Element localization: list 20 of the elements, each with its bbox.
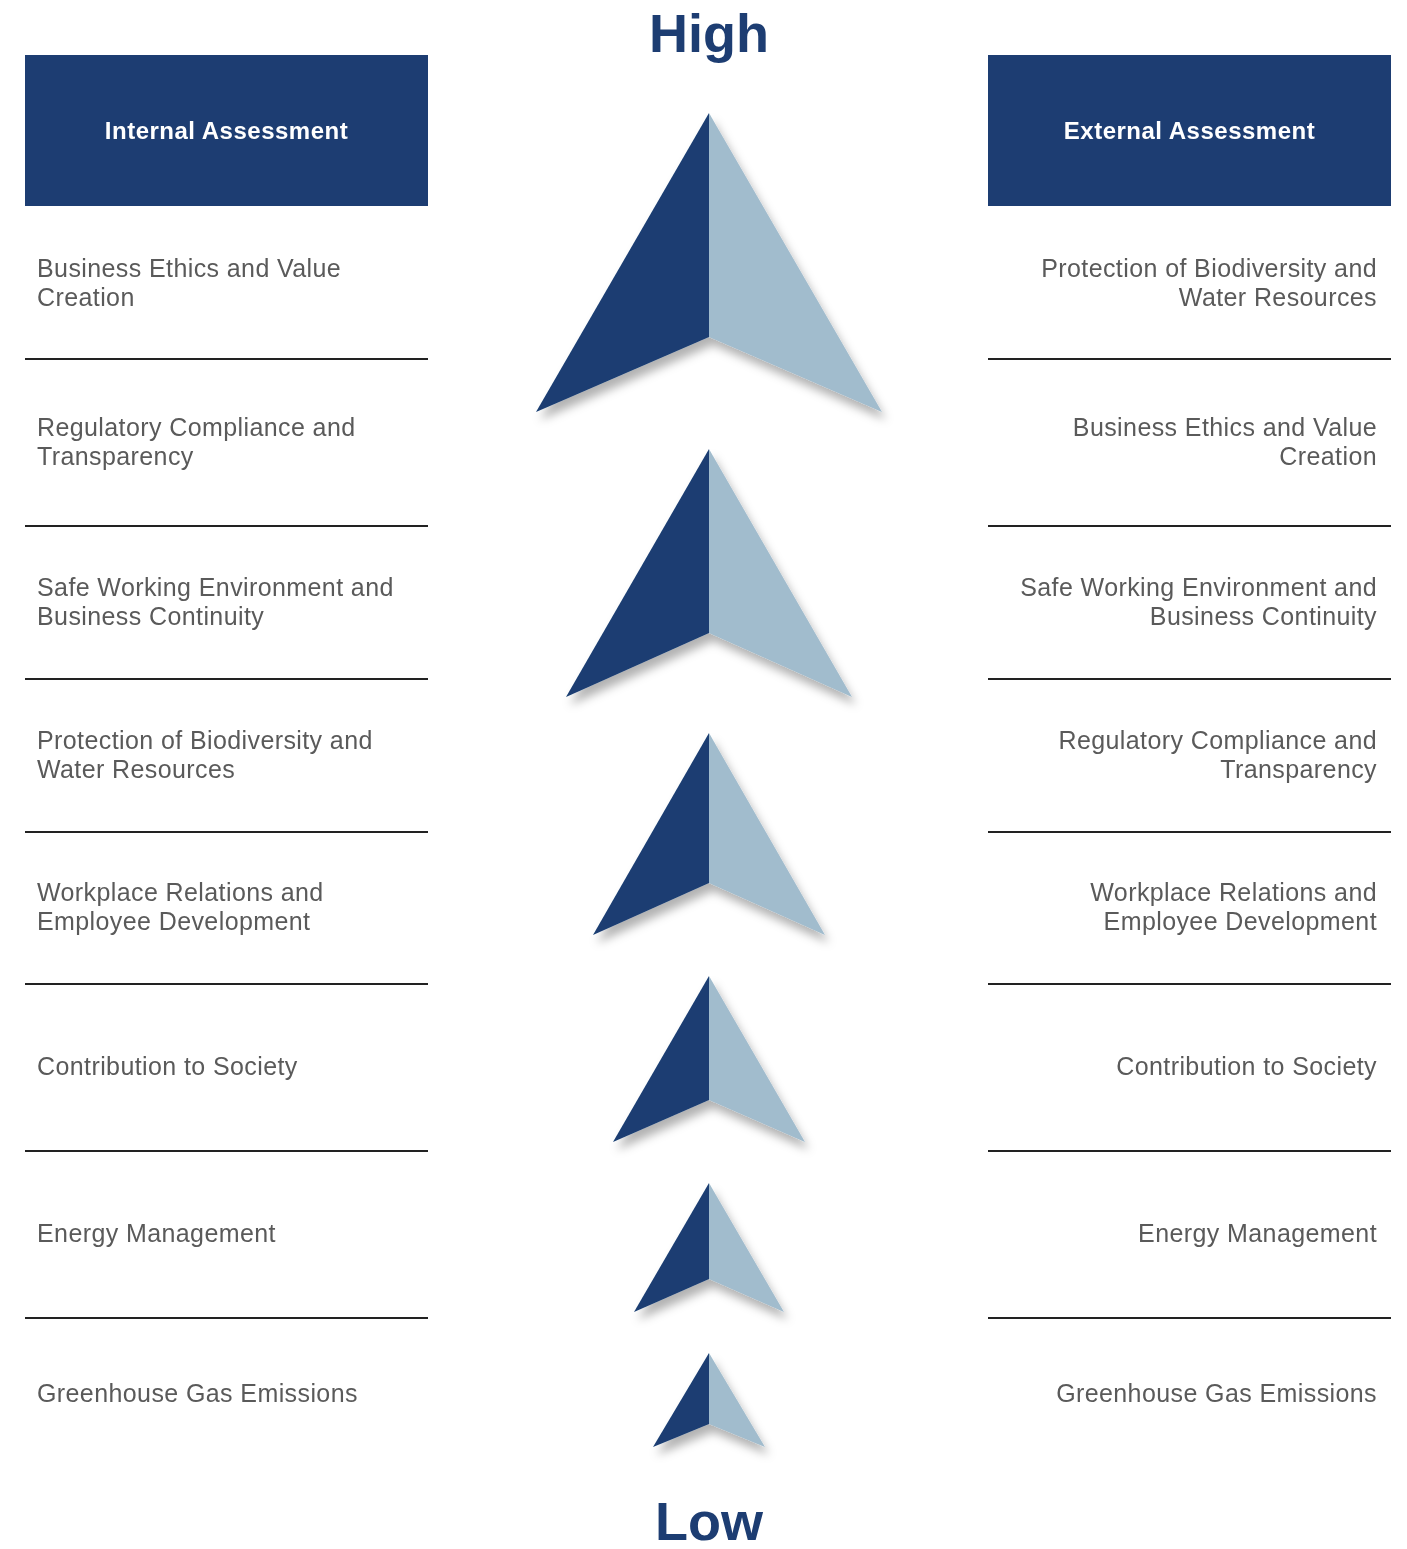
header-box: Internal Assessment xyxy=(25,55,428,206)
table-cell-text: Greenhouse Gas Emissions xyxy=(1055,1379,1377,1408)
table-cell-text: Workplace Relations and Employee Development xyxy=(37,878,325,936)
table-cell-text: Business Ethics and Value Creation xyxy=(37,254,343,312)
table-cell-text: Contribution to Society xyxy=(37,1052,299,1081)
scale-label: High xyxy=(648,2,770,64)
header-box: External Assessment xyxy=(988,55,1391,206)
table-cell-text: Business Ethics and Value Creation xyxy=(1071,413,1377,471)
table-cell-text: Protection of Biodiversity and Water Resources xyxy=(37,726,374,784)
table-cell-text: Energy Management xyxy=(1137,1219,1377,1248)
table-cell-text: Regulatory Compliance and Transparency xyxy=(1057,726,1377,784)
table-cell-text: Regulatory Compliance and Transparency xyxy=(37,413,357,471)
table-cell-text: Greenhouse Gas Emissions xyxy=(37,1379,359,1408)
table-cell-text: Protection of Biodiversity and Water Resources xyxy=(1040,254,1377,312)
table-cell-text: Safe Working Environment and Business Continuity xyxy=(1019,573,1377,631)
table-cell-text: Contribution to Society xyxy=(1115,1052,1377,1081)
table-cell-text: Workplace Relations and Employee Development xyxy=(1089,878,1377,936)
table-cell-text: Energy Management xyxy=(37,1219,277,1248)
scale-label: Low xyxy=(654,1490,764,1549)
table-cell-text: Safe Working Environment and Business Continuity xyxy=(37,573,395,631)
